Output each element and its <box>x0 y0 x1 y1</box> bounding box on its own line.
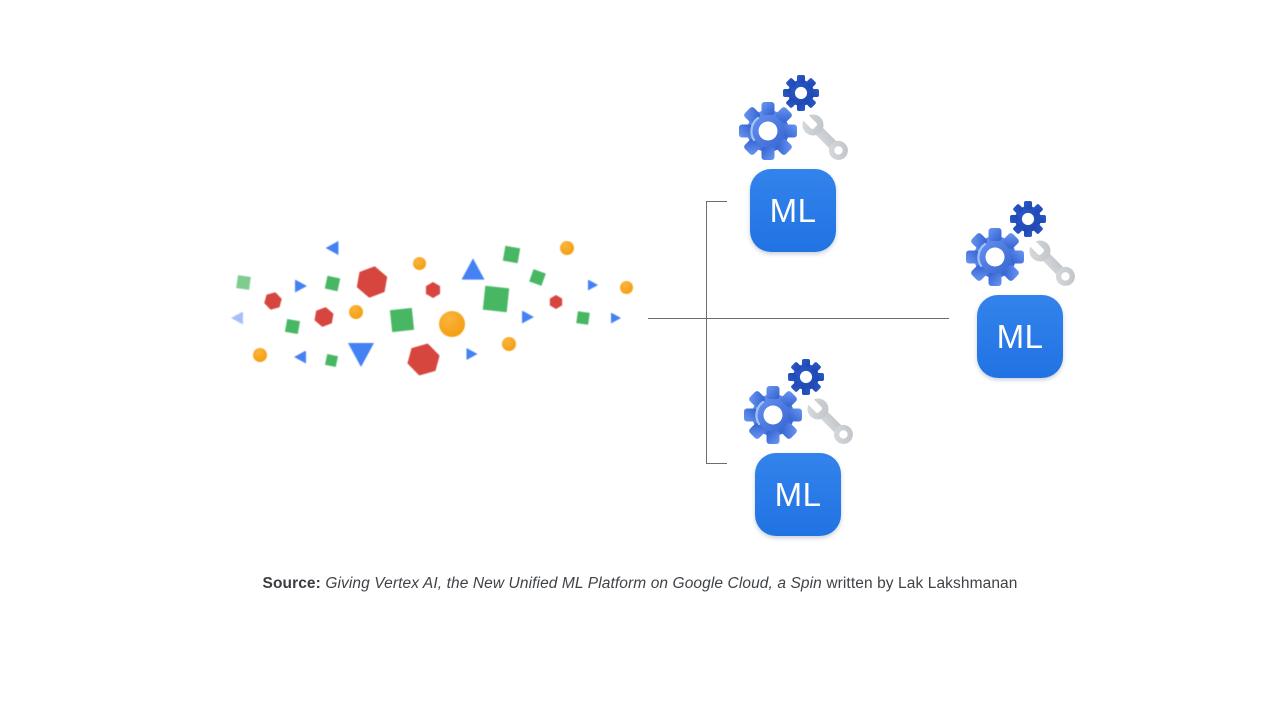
circle-shape <box>619 280 633 294</box>
connector-horizontal-line <box>648 318 949 319</box>
square-shape <box>528 268 546 286</box>
square-shape <box>482 285 510 313</box>
gears-wrench-icon <box>744 359 853 444</box>
circle-shape <box>253 348 267 362</box>
square-shape <box>324 353 338 367</box>
triangle-shape <box>466 348 478 360</box>
square-shape <box>576 311 590 325</box>
circle-shape <box>502 337 516 351</box>
source-caption: Source: Giving Vertex AI, the New Unifie… <box>0 575 1280 593</box>
connector-top-tick <box>706 201 727 202</box>
hexagon-shape <box>262 290 284 312</box>
wrench-icon <box>1026 237 1075 286</box>
gears-wrench-icon <box>739 75 848 160</box>
square-shape <box>284 318 300 334</box>
ml-box-label: ML <box>996 317 1044 355</box>
triangle-shape <box>587 279 599 291</box>
wrench-icon <box>799 111 848 160</box>
triangle-shape <box>610 312 622 324</box>
connector-bottom-tick <box>706 463 727 464</box>
hexagon-shape <box>425 282 441 298</box>
triangle-shape <box>522 310 534 324</box>
gears-wrench-icon <box>966 201 1075 286</box>
square-shape <box>324 275 340 291</box>
triangle-shape <box>325 241 339 255</box>
circle-shape <box>412 256 426 270</box>
triangle-shape <box>231 311 243 325</box>
hexagon-shape <box>403 339 443 379</box>
ml-box-label: ML <box>769 191 817 229</box>
triangle-shape <box>294 350 306 364</box>
ml-box-label: ML <box>774 475 822 513</box>
circle-shape <box>560 241 574 255</box>
ml-model-box: ML <box>750 169 836 252</box>
hexagon-shape <box>353 263 390 300</box>
triangle-shape <box>461 258 485 280</box>
square-shape <box>389 307 415 333</box>
hexagon-shape <box>312 305 335 328</box>
ml-model-box: ML <box>977 295 1063 378</box>
ml-model-unit-right: ML <box>964 192 1089 392</box>
connector-vertical-line <box>706 201 707 463</box>
triangle-shape <box>348 343 374 367</box>
square-shape <box>502 245 520 263</box>
circle-shape <box>439 311 465 337</box>
ml-model-unit-top: ML <box>737 66 862 266</box>
source-title: Giving Vertex AI, the New Unified ML Pla… <box>325 575 822 592</box>
triangle-shape <box>295 279 307 293</box>
ml-model-box: ML <box>755 453 841 536</box>
hexagon-shape <box>549 295 563 309</box>
source-label: Source: <box>262 575 321 592</box>
circle-shape <box>349 305 363 319</box>
ml-model-unit-bottom: ML <box>742 350 867 550</box>
square-shape <box>235 274 251 290</box>
source-author: written by Lak Lakshmanan <box>826 575 1018 592</box>
wrench-icon <box>804 395 853 444</box>
